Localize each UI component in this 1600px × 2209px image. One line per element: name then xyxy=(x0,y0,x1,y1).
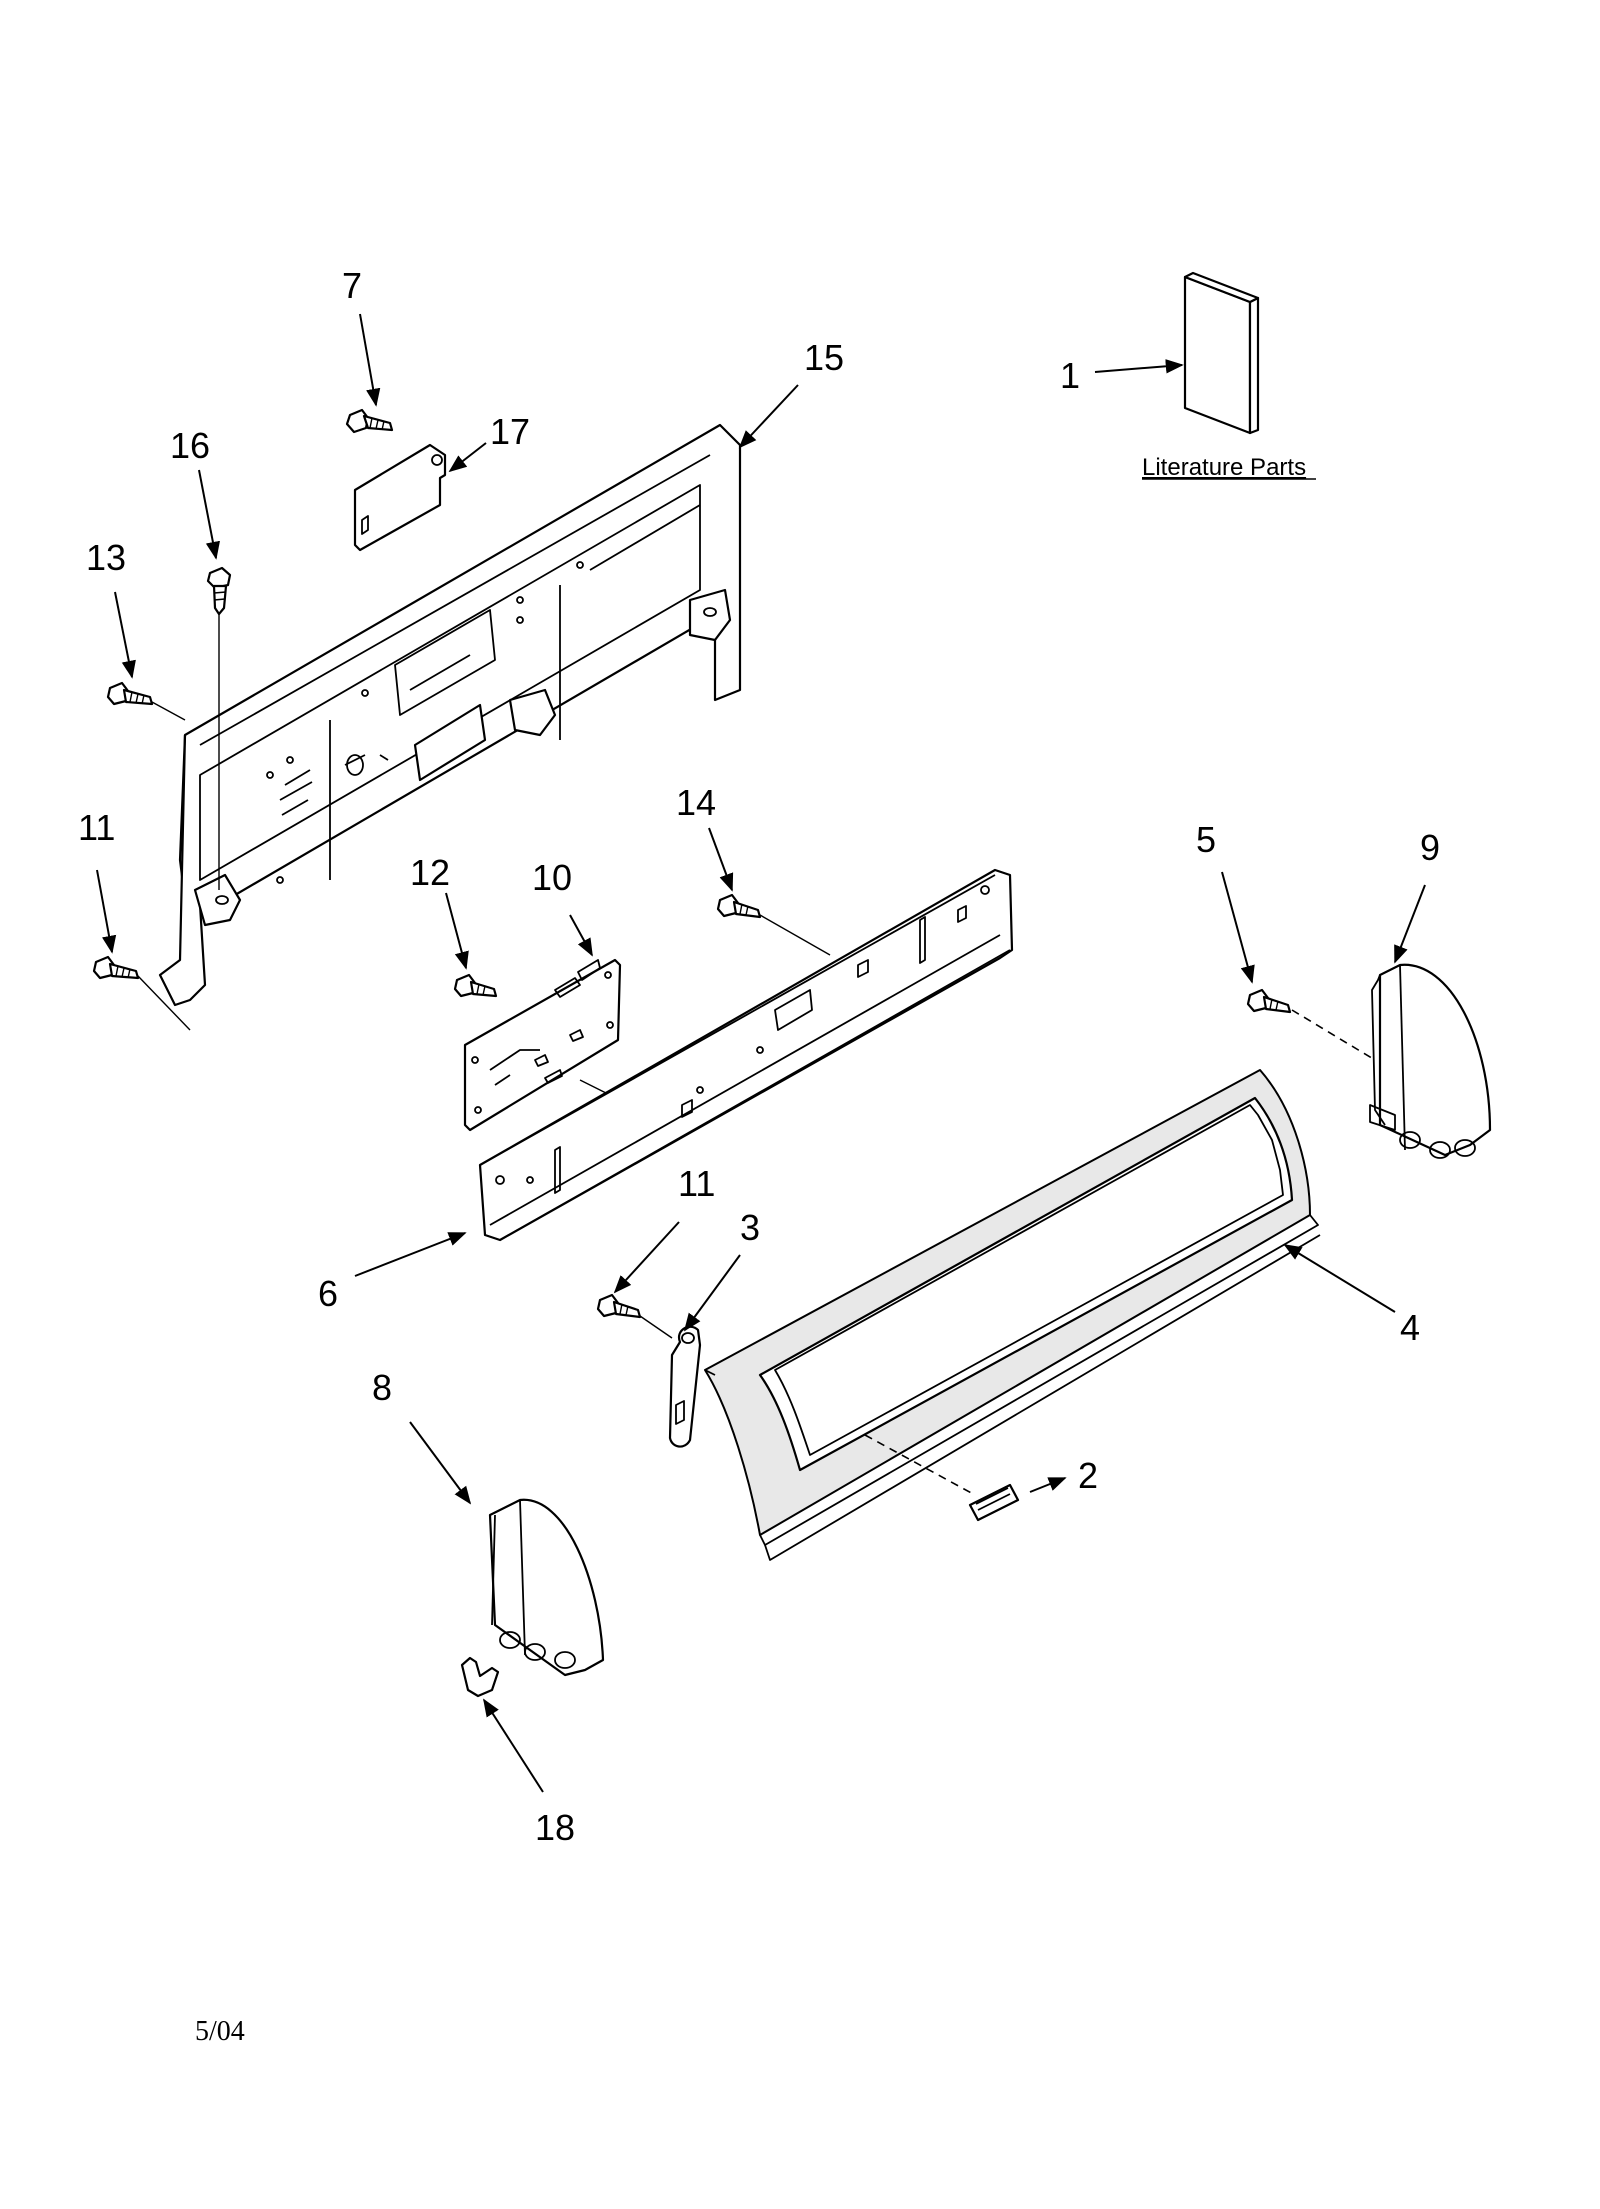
part-18-clip xyxy=(460,1656,500,1698)
callout-17: 17 xyxy=(490,411,530,452)
part-4-control-panel xyxy=(704,1069,1321,1561)
arrowhead-icon xyxy=(708,827,734,892)
arrowhead-icon xyxy=(114,591,136,679)
callout-9: 9 xyxy=(1420,827,1440,868)
arrowhead-icon xyxy=(483,1698,544,1793)
part-13-screw xyxy=(106,681,186,721)
arrowhead-icon xyxy=(96,869,117,954)
arrowhead-icon xyxy=(1029,1477,1067,1493)
part-11-screw-left xyxy=(92,955,191,1031)
part-1-literature-book xyxy=(1183,271,1260,435)
callout-13: 13 xyxy=(86,537,126,578)
callout-1: 1 xyxy=(1060,355,1080,396)
arrowhead-icon xyxy=(569,914,593,957)
part-11-screw-right xyxy=(596,1293,673,1339)
part-5-screw xyxy=(1246,988,1376,1061)
arrowhead-icon xyxy=(738,384,799,449)
callout-8: 8 xyxy=(372,1367,392,1408)
date-code: 5/04 xyxy=(195,2016,245,2047)
arrowhead-icon xyxy=(409,1421,472,1505)
part-3-hinge-bracket xyxy=(668,1325,702,1448)
arrowhead-icon xyxy=(1094,359,1184,374)
arrowhead-icon xyxy=(448,442,487,473)
callout-5: 5 xyxy=(1196,819,1216,860)
callout-7: 7 xyxy=(342,265,362,306)
part-16-screw xyxy=(206,566,232,890)
part-14-screw xyxy=(716,893,831,956)
callout-11-left: 11 xyxy=(78,807,115,848)
callout-15: 15 xyxy=(804,337,844,378)
part-12-screw xyxy=(453,973,498,998)
callout-labels: 1 2 3 4 5 6 7 8 9 10 11 11 12 13 14 15 1… xyxy=(78,265,1440,2047)
part-9-right-end-cap xyxy=(1369,963,1492,1159)
callout-3: 3 xyxy=(740,1207,760,1248)
callout-11-right: 11 xyxy=(678,1163,715,1204)
callout-10: 10 xyxy=(532,857,572,898)
arrowhead-icon xyxy=(1394,884,1426,964)
arrowhead-icon xyxy=(613,1221,680,1294)
part-7-screw xyxy=(345,408,394,434)
part-17-bracket xyxy=(353,443,447,552)
part-2-nameplate xyxy=(968,1483,1020,1522)
arrowhead-icon xyxy=(683,1254,741,1332)
part-6-panel-bracket xyxy=(478,868,1014,1242)
callout-6: 6 xyxy=(318,1273,338,1314)
callout-12: 12 xyxy=(410,852,450,893)
arrowhead-icon xyxy=(1283,1244,1396,1313)
callout-4: 4 xyxy=(1400,1307,1420,1348)
arrowhead-icon xyxy=(354,1232,467,1277)
callout-16: 16 xyxy=(170,425,210,466)
arrowhead-icon xyxy=(198,469,220,560)
part-8-left-end-cap xyxy=(488,1498,605,1677)
callout-14: 14 xyxy=(676,782,716,823)
leader-lines xyxy=(96,313,1426,1793)
arrowhead-icon xyxy=(359,313,381,407)
arrowhead-icon xyxy=(1221,871,1255,984)
callout-18: 18 xyxy=(535,1807,575,1848)
arrowhead-icon xyxy=(445,892,469,970)
callout-2: 2 xyxy=(1078,1455,1098,1496)
literature-parts-label: Literature Parts xyxy=(1142,454,1306,481)
part-15-rear-panel xyxy=(158,423,742,1007)
